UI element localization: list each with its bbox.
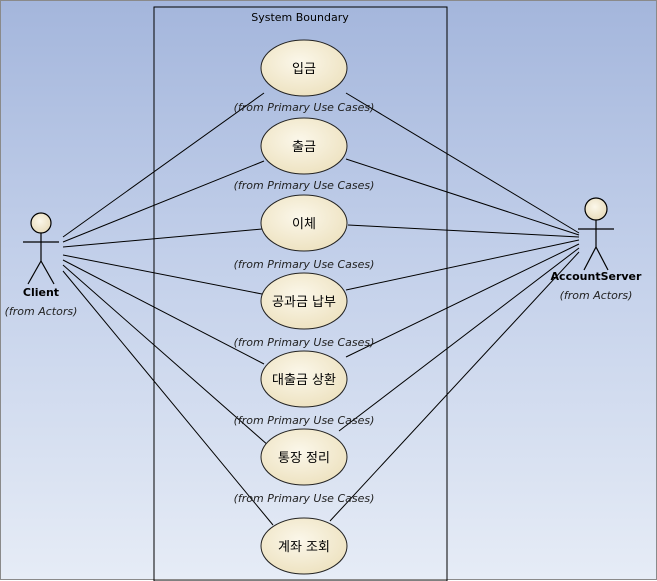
use-case-transfer[interactable]: 이체 (from Primary Use Cases) (234, 194, 375, 271)
use-case-package-note: (from Primary Use Cases) (234, 336, 375, 349)
association-server-passbook-update (338, 247, 580, 432)
use-case-package-note: (from Primary Use Cases) (234, 258, 375, 271)
actor-head (30, 212, 52, 234)
association-client-transfer (62, 228, 263, 248)
use-case-label: 계좌 조회 (278, 540, 330, 555)
use-case-label: 대출금 상환 (272, 373, 336, 388)
actor-account-server[interactable]: AccountServer (from Actors) (551, 197, 642, 302)
use-case-label: 입금 (292, 62, 316, 77)
actor-name: AccountServer (551, 270, 642, 283)
association-client-bill-payment (62, 254, 263, 295)
association-client-deposit (62, 92, 265, 238)
actor-head (584, 197, 608, 221)
actor-package-note: (from Actors) (560, 289, 633, 302)
actor-right-leg (40, 260, 55, 285)
use-case-label: 출금 (292, 140, 316, 155)
association-client-account-inquiry (62, 270, 274, 526)
system-boundary (153, 6, 448, 581)
use-case-loan-repayment[interactable]: 대출금 상환 (from Primary Use Cases) (234, 350, 375, 427)
association-server-loan-repayment (345, 243, 580, 358)
actor-package-note: (from Actors) (5, 305, 78, 318)
use-cases: 입금 (from Primary Use Cases) 출금 (from Pri… (234, 39, 375, 575)
association-server-withdraw (345, 158, 580, 236)
system-boundary-title: System Boundary (251, 11, 349, 24)
association-client-loan-repayment (62, 259, 265, 365)
use-case-label: 공과금 납부 (272, 295, 336, 310)
use-case-package-note: (from Primary Use Cases) (234, 414, 375, 427)
association-server-bill-payment (345, 239, 580, 291)
use-case-package-note: (from Primary Use Cases) (234, 101, 375, 114)
actor-left-leg (583, 246, 597, 271)
use-case-package-note: (from Primary Use Cases) (234, 179, 375, 192)
actor-right-leg (595, 246, 609, 271)
use-case-label: 이체 (292, 217, 316, 232)
use-case-account-inquiry[interactable]: 계좌 조회 (260, 517, 348, 575)
use-case-label: 통장 정리 (278, 451, 330, 466)
use-case-package-note: (from Primary Use Cases) (234, 492, 375, 505)
association-server-deposit (345, 92, 580, 234)
use-case-bill-payment[interactable]: 공과금 납부 (from Primary Use Cases) (234, 272, 375, 349)
association-client-withdraw (62, 160, 265, 243)
actor-client[interactable]: Client (from Actors) (5, 212, 78, 318)
association-lines (62, 92, 580, 526)
association-server-account-inquiry (329, 251, 580, 522)
use-case-withdraw[interactable]: 출금 (from Primary Use Cases) (234, 117, 375, 192)
use-case-deposit[interactable]: 입금 (from Primary Use Cases) (234, 39, 375, 114)
association-server-transfer (347, 224, 580, 238)
association-client-passbook-update (62, 264, 270, 447)
actor-name: Client (23, 286, 59, 299)
actor-left-leg (27, 260, 42, 285)
use-case-passbook-update[interactable]: 통장 정리 (from Primary Use Cases) (234, 428, 375, 505)
